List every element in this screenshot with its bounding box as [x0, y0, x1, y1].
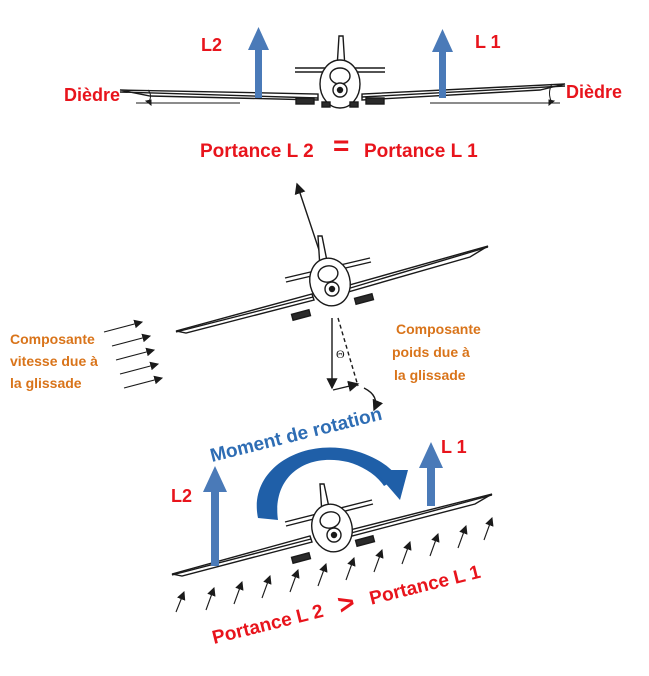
- speed-component-line2: vitesse due à: [10, 353, 98, 369]
- dihedral-label-right: Dièdre: [566, 82, 622, 102]
- equation-bottom-sign: >: [335, 586, 358, 620]
- upward-airflow-arrows: [175, 516, 494, 613]
- sideslip-airflow-arrows: [103, 319, 164, 389]
- speed-component-line3: la glissade: [10, 375, 82, 391]
- speed-component-line1: Composante: [10, 331, 95, 347]
- equation-top-left: Portance L 2: [200, 141, 314, 162]
- weight-component-line3: la glissade: [394, 367, 466, 383]
- equation-bottom: Portance L 2 > Portance L 1: [210, 562, 483, 649]
- weight-component-line1: Composante: [396, 321, 481, 337]
- equation-top-sign: =: [333, 130, 349, 161]
- lift-label-l2-top: L2: [201, 35, 222, 55]
- lift-label-l1-bottom: L 1: [441, 437, 467, 457]
- equation-top-right: Portance L 1: [364, 141, 478, 162]
- middle-aircraft: [175, 182, 489, 412]
- bottom-aircraft: [171, 483, 493, 577]
- lift-arrow-right-top: [432, 29, 453, 98]
- lift-label-l1-top: L 1: [475, 32, 501, 52]
- equation-bottom-left: Portance L 2: [210, 601, 325, 649]
- top-aircraft: [119, 35, 566, 109]
- svg-text:Composante: Composante: [10, 331, 95, 347]
- angle-theta: Θ: [336, 347, 345, 361]
- rotation-moment-arrow: [256, 447, 408, 520]
- equation-bottom-right: Portance L 1: [367, 562, 483, 610]
- lift-label-l2-bottom: L2: [171, 486, 192, 506]
- dihedral-reference-left: [136, 89, 240, 107]
- lift-arrow-right-bottom: [419, 442, 443, 506]
- lift-arrow-left-top: [248, 27, 269, 98]
- dihedral-label-left: Dièdre: [64, 85, 120, 105]
- weight-component-line2: poids due à: [392, 344, 470, 360]
- lift-arrow-left-bottom: [203, 466, 227, 566]
- dihedral-reference-right: [430, 83, 560, 107]
